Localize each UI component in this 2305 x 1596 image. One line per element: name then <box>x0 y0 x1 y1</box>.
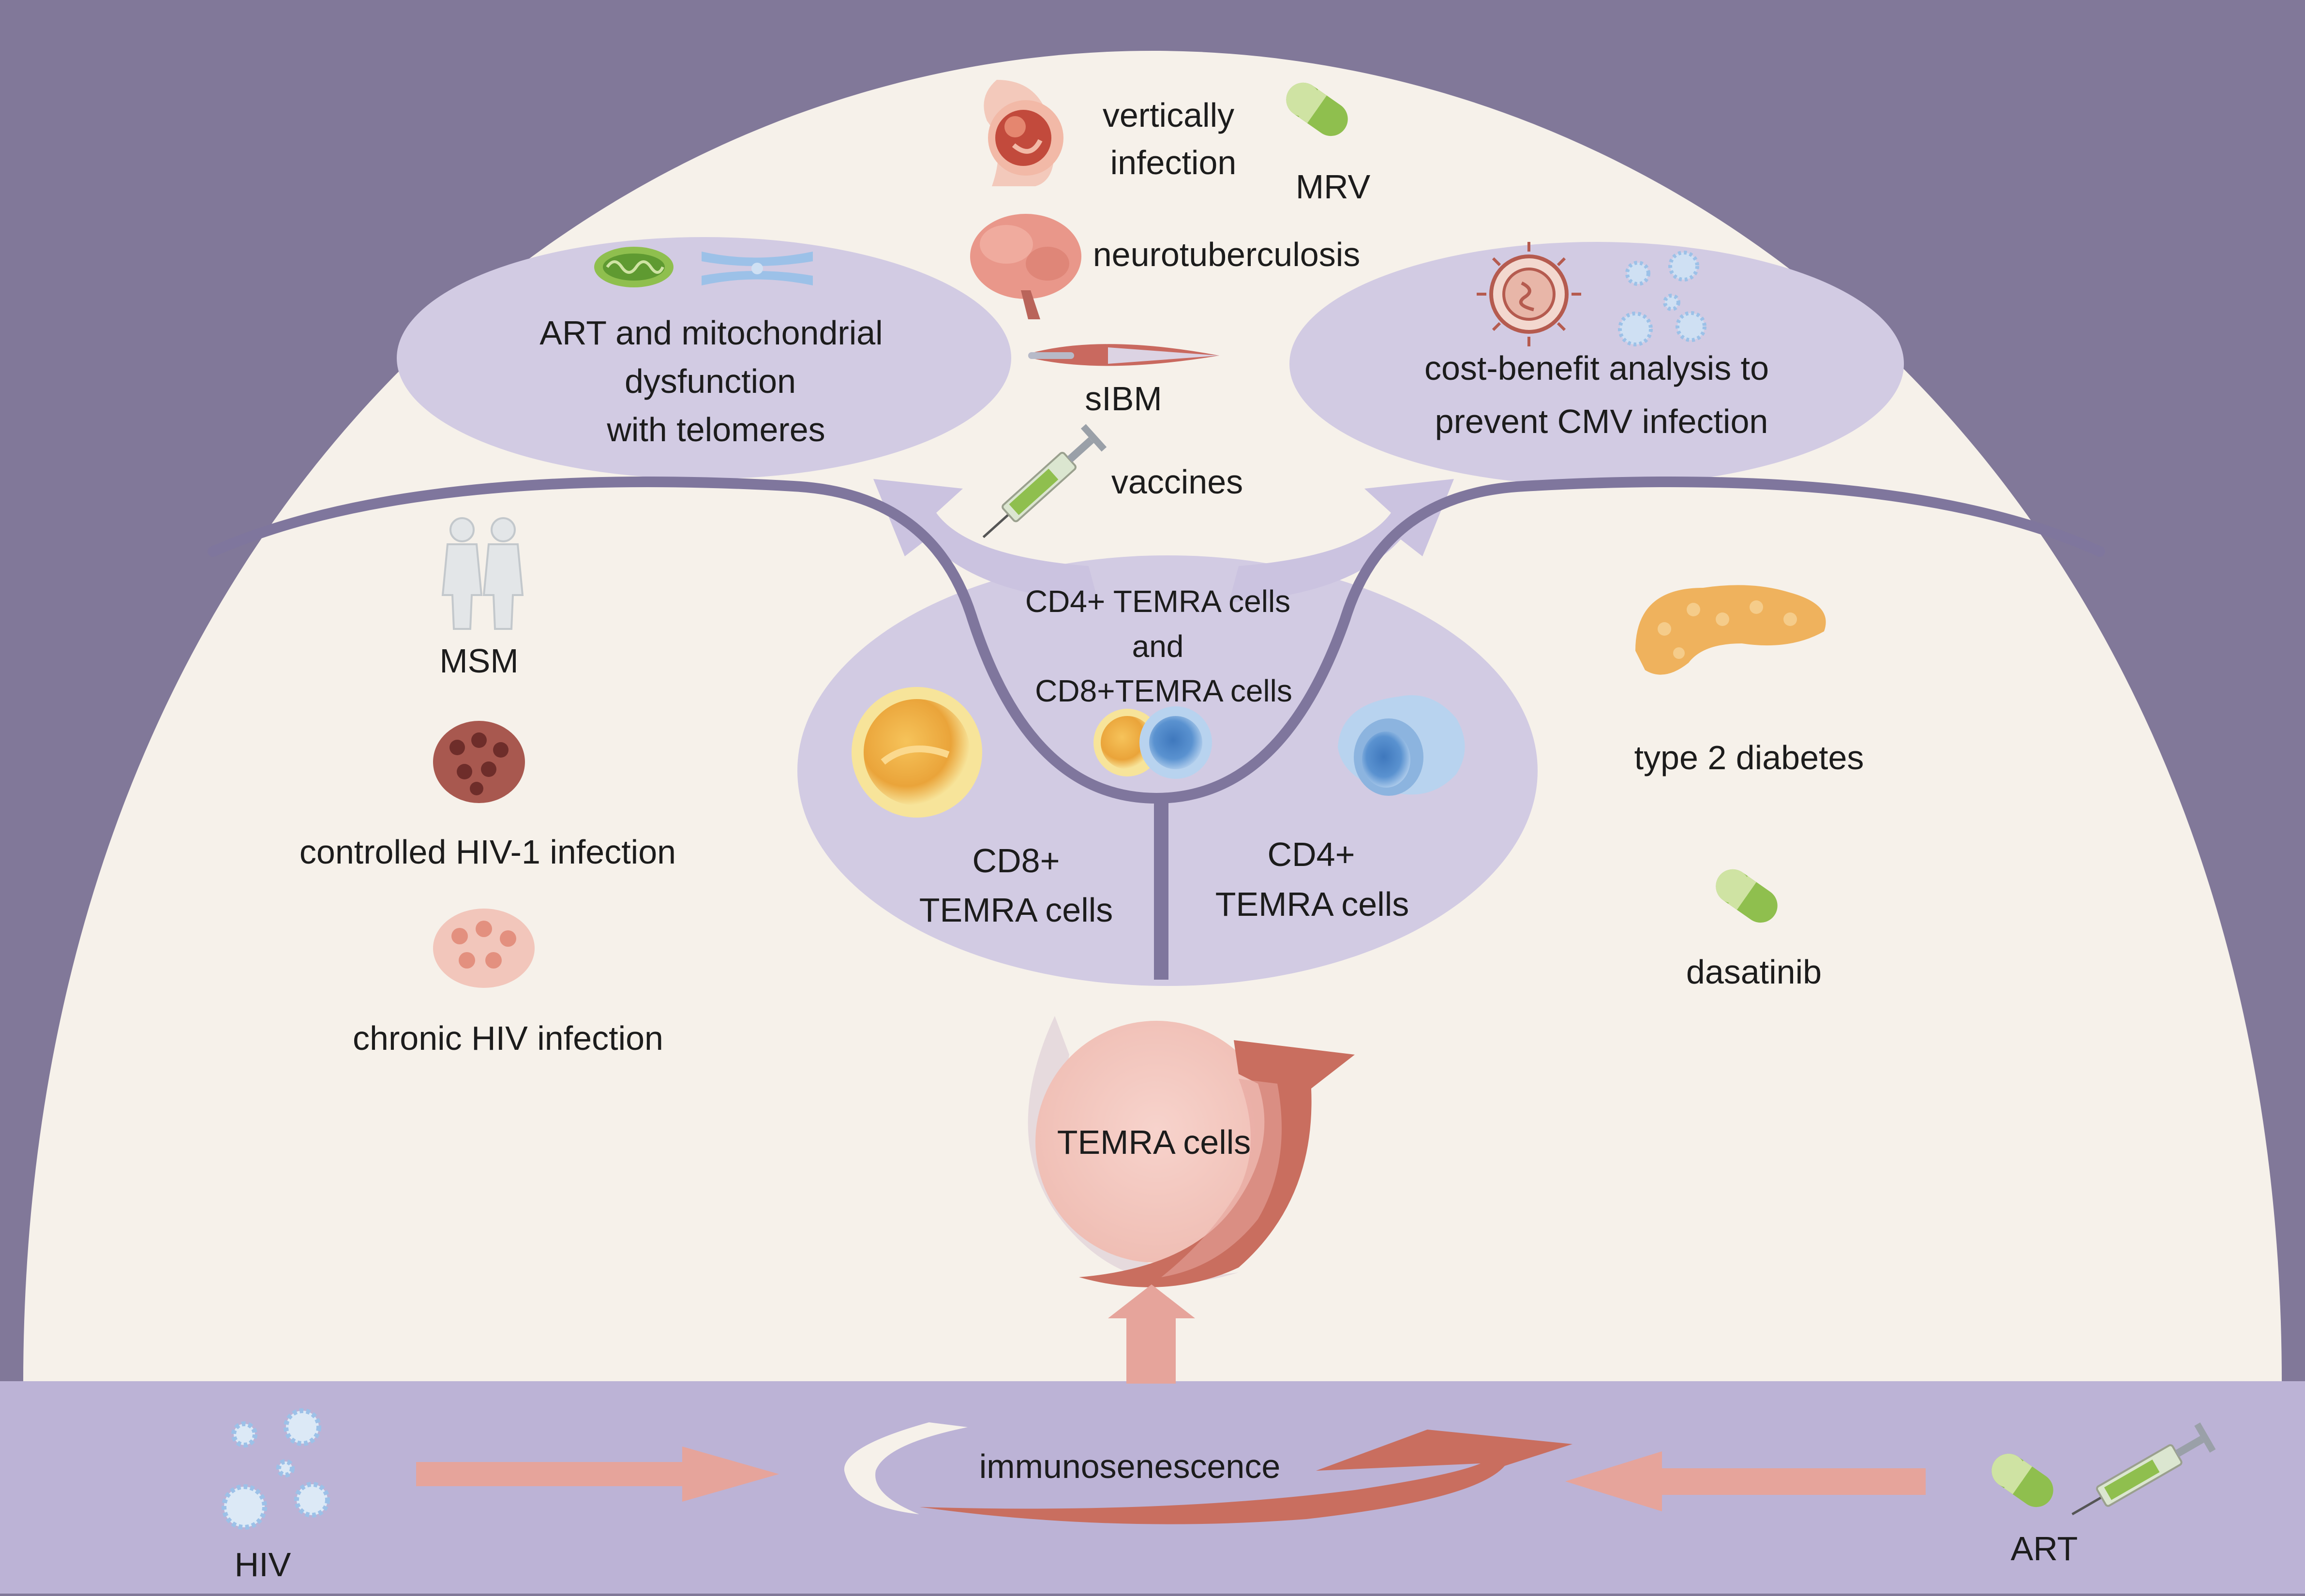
syringe-icon <box>982 424 1107 538</box>
capsule-icon <box>1286 82 1348 136</box>
both-cells-line3: CD8+TEMRA cells <box>1035 673 1292 708</box>
art-arrow-head <box>1565 1451 1662 1511</box>
chronic-hiv-label: chronic HIV infection <box>353 1019 663 1057</box>
both-cells-line2: and <box>1132 629 1184 664</box>
left-ellipse-line1: ART and mitochondrial <box>539 314 883 352</box>
right-top-ellipse <box>1289 242 1904 486</box>
chronic-tissue-icon <box>433 909 535 988</box>
cmv-virus-icon <box>1477 242 1581 346</box>
cd8-line2: TEMRA cells <box>919 891 1113 929</box>
up-right-arrow <box>1229 479 1454 602</box>
art-syringe-icon <box>2071 1422 2216 1516</box>
small-cells-icon <box>1093 706 1212 779</box>
vertical-infection-line1: vertically <box>1103 96 1234 134</box>
art-arrow-shaft <box>1655 1468 1926 1495</box>
right-ellipse-line2: prevent CMV infection <box>1435 403 1768 440</box>
bottom-band <box>0 1381 2305 1594</box>
mrv-label: MRV <box>1296 168 1371 206</box>
hiv-arrow-shaft <box>416 1462 687 1486</box>
both-cells-line1: CD4+ TEMRA cells <box>1025 584 1290 619</box>
blue-cell-icon <box>1338 695 1465 796</box>
right-ellipse-line1: cost-benefit analysis to <box>1424 349 1769 387</box>
art-label: ART <box>2011 1530 2078 1567</box>
cd4-line1: CD4+ <box>1268 835 1355 873</box>
dasatinib-label: dasatinib <box>1686 953 1822 991</box>
yellow-cell-icon <box>852 687 982 818</box>
cd4-line2: TEMRA cells <box>1215 885 1409 923</box>
temra-label: TEMRA cells <box>1057 1123 1251 1161</box>
muscle-icon <box>1028 344 1219 366</box>
temra-arrow-fill <box>1161 1079 1282 1277</box>
vaccines-label: vaccines <box>1111 463 1243 501</box>
hiv-arrow-head <box>682 1447 779 1502</box>
vertical-infection-line2: infection <box>1110 144 1237 181</box>
left-top-ellipse <box>397 237 1011 479</box>
divider-curve <box>208 477 2105 804</box>
up-arrow-shaft <box>1126 1316 1176 1384</box>
art-capsule-icon <box>1991 1453 2053 1507</box>
temra-circle <box>1035 1021 1277 1263</box>
immunosenescence-label: immunosenescence <box>979 1447 1281 1485</box>
cd8-line1: CD8+ <box>973 842 1060 880</box>
pregnancy-icon <box>984 80 1063 186</box>
brain-icon <box>970 214 1081 319</box>
dasatinib-capsule-icon <box>1716 869 1778 923</box>
type2-diabetes-label: type 2 diabetes <box>1634 739 1864 776</box>
pancreas-icon <box>1635 585 1826 675</box>
immuno-swirl-dark <box>919 1430 1572 1524</box>
msm-label: MSM <box>439 642 518 680</box>
sibm-label: sIBM <box>1085 380 1162 418</box>
chromosome-icon <box>702 252 813 285</box>
mitochondria-icon <box>594 247 674 287</box>
left-ellipse-line2: dysfunction <box>625 362 796 400</box>
left-ellipse-line3: with telomeres <box>606 411 825 448</box>
neurotuberculosis-label: neurotuberculosis <box>1093 236 1361 273</box>
hiv-virus-icon <box>222 1408 330 1530</box>
controlled-hiv-label: controlled HIV-1 infection <box>299 833 676 871</box>
virus-cluster-icon <box>1618 251 1706 346</box>
hiv-label: HIV <box>235 1546 291 1583</box>
up-left-arrow <box>873 479 1098 602</box>
immuno-swirl-light <box>844 1422 968 1514</box>
infected-tissue-icon <box>433 721 525 803</box>
temra-swirl-dark <box>1079 1040 1355 1287</box>
human-figures-icon <box>441 517 524 630</box>
up-arrow-head <box>1108 1284 1195 1318</box>
